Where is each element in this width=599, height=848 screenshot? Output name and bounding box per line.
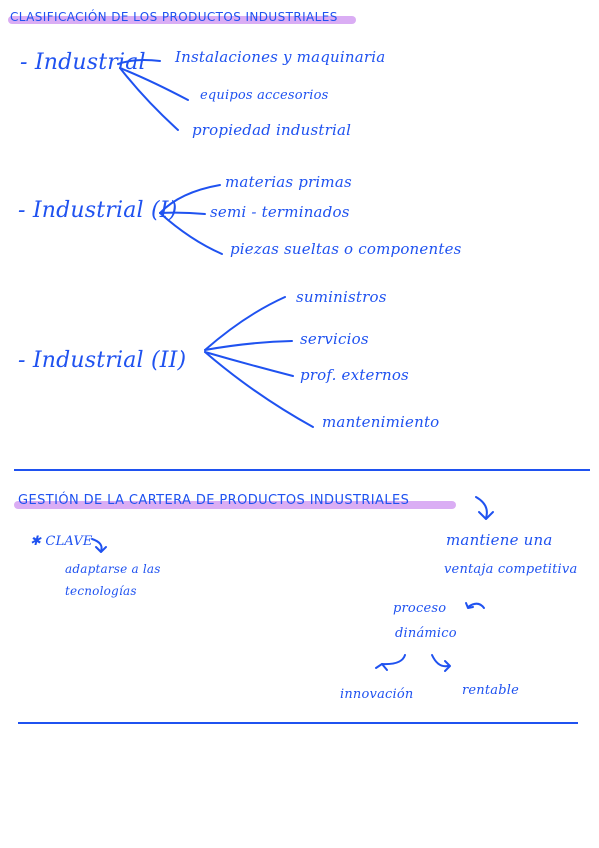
branch-group3-2 bbox=[204, 340, 293, 351]
group2-item-2: semi - terminados bbox=[210, 203, 350, 221]
clave-label: ✱ CLAVE bbox=[30, 534, 93, 549]
section2-title: GESTIÓN DE LA CARTERA DE PRODUCTOS INDUS… bbox=[18, 493, 410, 508]
group3-item-2: servicios bbox=[300, 330, 369, 348]
arrow-innovacion-head bbox=[375, 663, 388, 671]
group1-item-3: propiedad industrial bbox=[192, 121, 352, 139]
arrow-innovacion bbox=[381, 654, 406, 666]
branch-group1-bottom bbox=[119, 67, 179, 131]
arrow-proceso bbox=[467, 602, 485, 609]
clave-text-line1: adaptarse a las bbox=[65, 562, 161, 576]
group3-label: - Industrial (II) bbox=[18, 348, 187, 373]
arrow-proceso-head bbox=[465, 602, 474, 609]
proceso-line2: dinámico bbox=[395, 626, 457, 641]
branch-group3-1 bbox=[204, 296, 286, 351]
rentable-text: rentable bbox=[462, 683, 520, 698]
proceso-line1: proceso bbox=[393, 601, 447, 616]
branch-group3-4 bbox=[204, 351, 314, 428]
group2-label: - Industrial (I) bbox=[18, 198, 178, 223]
branch-group3-3 bbox=[204, 351, 294, 377]
arrow-title-right-head bbox=[478, 511, 494, 520]
arrow-clave-head bbox=[95, 546, 107, 553]
divider-1 bbox=[14, 469, 590, 471]
right-line2: ventaja competitiva bbox=[444, 562, 578, 577]
section1-title: CLASIFICACIÓN DE LOS PRODUCTOS INDUSTRIA… bbox=[10, 10, 338, 24]
group3-item-3: prof. externos bbox=[300, 366, 409, 384]
title-highlight bbox=[8, 16, 356, 24]
arrow-clave bbox=[91, 538, 103, 552]
clave-text-line2: tecnologías bbox=[65, 584, 137, 598]
arrow-rentable-head bbox=[444, 660, 451, 672]
group2-item-1: materias primas bbox=[225, 173, 352, 191]
group2-item-3: piezas sueltas o componentes bbox=[230, 240, 462, 258]
divider-2 bbox=[18, 722, 578, 724]
group3-item-4: mantenimiento bbox=[322, 413, 440, 431]
group1-label: - Industrial bbox=[20, 50, 146, 75]
arrow-rentable bbox=[431, 654, 449, 668]
arrow-title-right bbox=[475, 496, 488, 519]
group1-item-2: equipos accesorios bbox=[200, 88, 329, 103]
innovacion-text: innovación bbox=[340, 687, 414, 702]
right-line1: mantiene una bbox=[446, 531, 553, 549]
group1-item-1: Instalaciones y maquinaria bbox=[175, 48, 386, 66]
group3-item-1: suministros bbox=[296, 288, 387, 306]
title2-highlight bbox=[14, 501, 456, 509]
